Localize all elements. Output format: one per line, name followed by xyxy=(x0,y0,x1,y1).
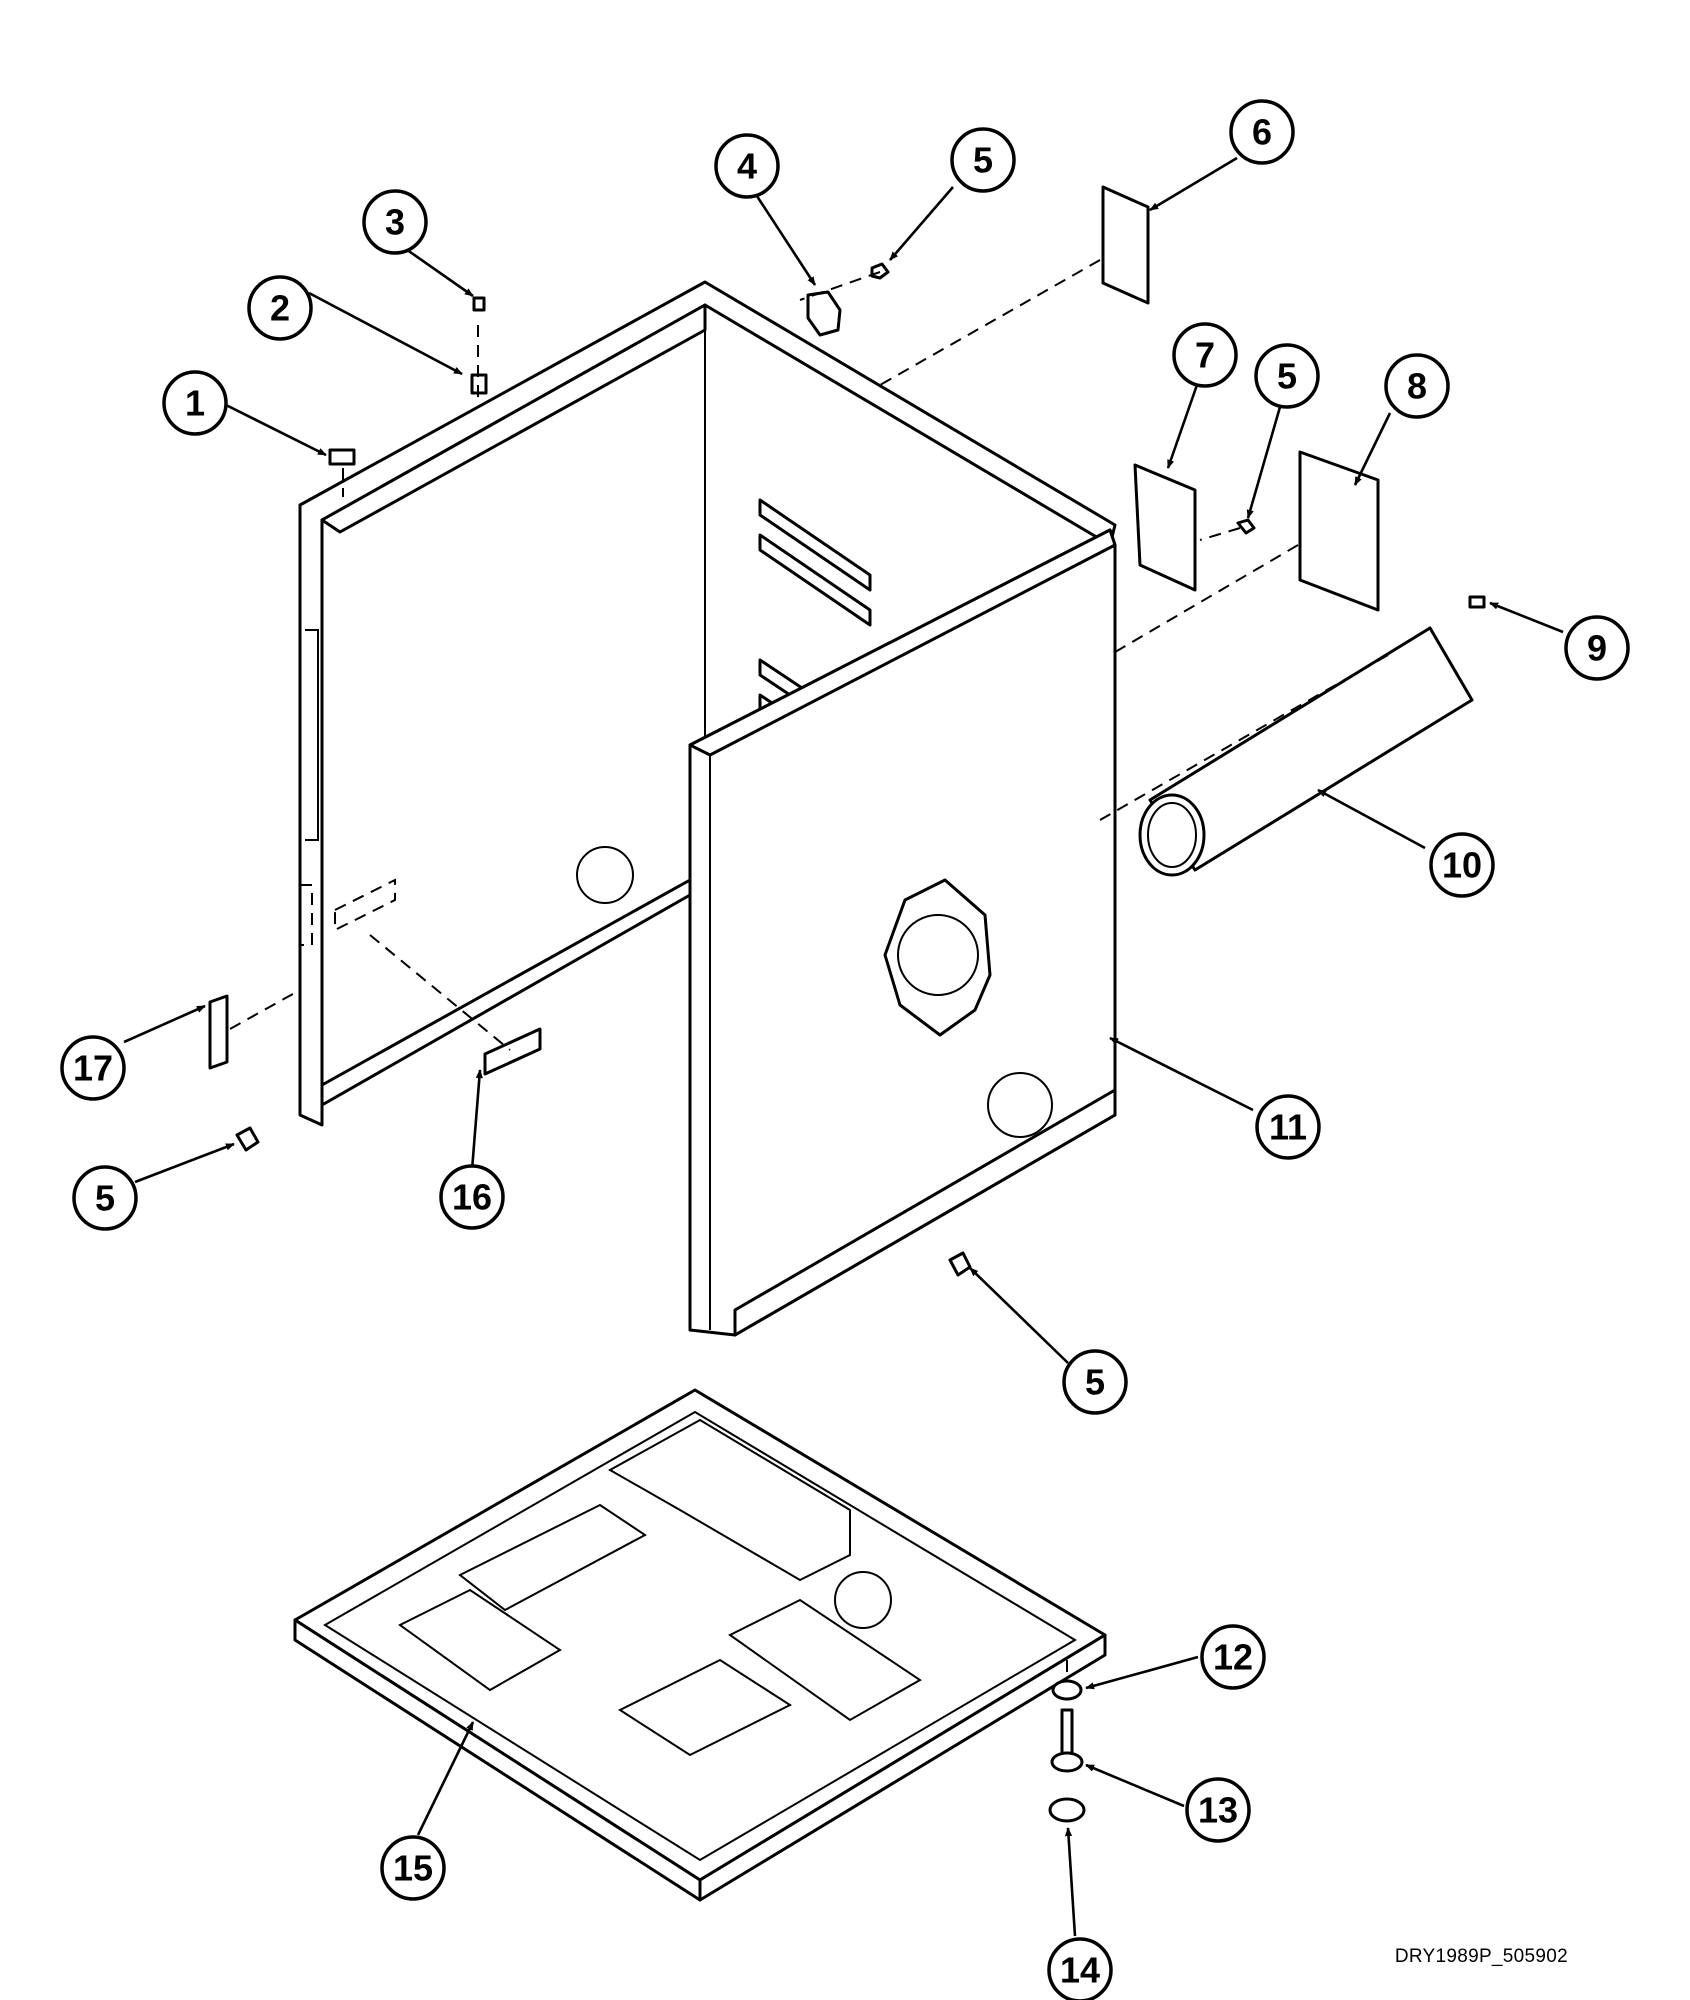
callout-10: 10 xyxy=(1429,832,1495,898)
svg-text:17: 17 xyxy=(73,1048,113,1089)
callout-5-mid: 5 xyxy=(1254,343,1320,409)
svg-text:15: 15 xyxy=(393,1848,433,1889)
callout-1: 1 xyxy=(162,370,228,436)
svg-text:10: 10 xyxy=(1442,845,1482,886)
svg-text:1: 1 xyxy=(185,383,205,424)
cabinet-side-panel xyxy=(298,280,1117,1127)
callout-14: 14 xyxy=(1047,1937,1113,2000)
callout-9: 9 xyxy=(1564,615,1630,681)
svg-text:12: 12 xyxy=(1213,1637,1253,1678)
part-17-label xyxy=(208,994,229,1070)
part-10-duct xyxy=(1138,626,1474,877)
callout-5-top: 5 xyxy=(950,127,1016,193)
part-4-bracket xyxy=(806,290,842,337)
part-16-label xyxy=(483,1027,542,1076)
callout-11: 11 xyxy=(1255,1094,1321,1160)
assembly-lines xyxy=(229,259,1389,1680)
part-6-label xyxy=(1101,185,1150,305)
svg-text:5: 5 xyxy=(95,1178,115,1219)
svg-text:13: 13 xyxy=(1198,1790,1238,1831)
svg-text:7: 7 xyxy=(1195,335,1215,376)
cabinet-front-panel xyxy=(688,528,1117,1337)
svg-text:14: 14 xyxy=(1060,1950,1100,1991)
callouts: 1 2 3 4 5 5 5 5 6 7 8 9 10 11 12 13 xyxy=(60,99,1630,2000)
callout-3: 3 xyxy=(362,189,428,255)
svg-text:2: 2 xyxy=(270,288,290,329)
svg-text:16: 16 xyxy=(452,1177,492,1218)
callout-6: 6 xyxy=(1229,99,1295,165)
svg-text:9: 9 xyxy=(1587,628,1607,669)
part-3-screw xyxy=(472,296,486,312)
part-13-leveling-leg xyxy=(1050,1708,1084,1773)
cabinet-base xyxy=(293,1388,1107,1902)
callout-15: 15 xyxy=(380,1835,446,1901)
callout-12: 12 xyxy=(1200,1624,1266,1690)
part-8-label xyxy=(1298,450,1380,612)
callout-8: 8 xyxy=(1384,353,1450,419)
svg-text:5: 5 xyxy=(1085,1362,1105,1403)
svg-text:5: 5 xyxy=(973,140,993,181)
svg-text:6: 6 xyxy=(1252,112,1272,153)
part-12-nut xyxy=(1051,1679,1083,1701)
svg-text:4: 4 xyxy=(737,146,757,187)
callout-5-bottom: 5 xyxy=(1062,1349,1128,1415)
callout-17: 17 xyxy=(60,1035,126,1101)
drawing-reference: DRY1989P_505902 xyxy=(1394,1946,1568,1967)
svg-text:5: 5 xyxy=(1277,356,1297,397)
part-5-screw-top xyxy=(870,262,890,280)
callout-5-left: 5 xyxy=(72,1165,138,1231)
callout-16: 16 xyxy=(439,1164,505,1230)
part-5-screw-bottom xyxy=(948,1251,972,1277)
callout-4: 4 xyxy=(714,133,780,199)
callout-7: 7 xyxy=(1172,322,1238,388)
svg-text:11: 11 xyxy=(1269,1107,1307,1148)
part-5-screw-left xyxy=(235,1126,260,1152)
svg-text:8: 8 xyxy=(1407,366,1427,407)
parts-small xyxy=(208,185,1486,1823)
callout-13: 13 xyxy=(1185,1777,1251,1843)
part-7-cover xyxy=(1133,463,1197,592)
part-1-clip xyxy=(328,448,356,466)
leader-arrows xyxy=(123,156,1564,1937)
part-14-foot-pad xyxy=(1048,1797,1086,1823)
part-9-screw xyxy=(1468,595,1486,609)
callout-2: 2 xyxy=(247,275,313,341)
part-5-screw-mid xyxy=(1236,518,1256,535)
svg-text:3: 3 xyxy=(385,202,405,243)
